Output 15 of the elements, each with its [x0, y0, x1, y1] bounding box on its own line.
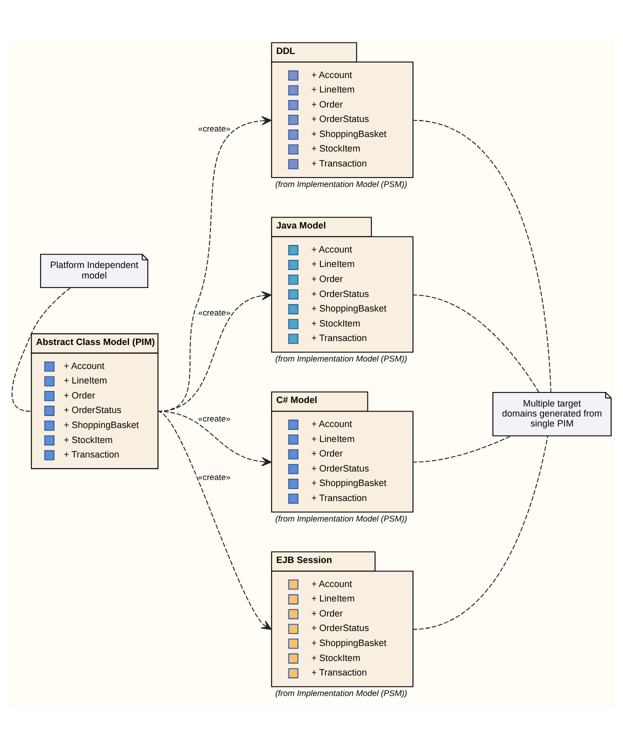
edge-label: «create»	[198, 414, 230, 424]
connector	[12, 287, 71, 412]
connector	[412, 435, 548, 630]
connector	[412, 435, 512, 463]
connector	[412, 294, 540, 393]
node-label: (from Implementation Model (PSM))	[275, 688, 408, 698]
edge-label: «create»	[198, 307, 230, 318]
edge-label: «create»	[198, 472, 230, 482]
node-label: (from Implementation Model (PSM))	[275, 354, 408, 364]
node-label: (from Implementation Model (PSM))	[275, 179, 408, 190]
edge-label: «create»	[198, 124, 230, 134]
node-label: (from Implementation Model (PSM))	[275, 513, 408, 524]
arrow	[157, 410, 272, 466]
connector	[412, 120, 552, 393]
arrow	[157, 410, 272, 630]
